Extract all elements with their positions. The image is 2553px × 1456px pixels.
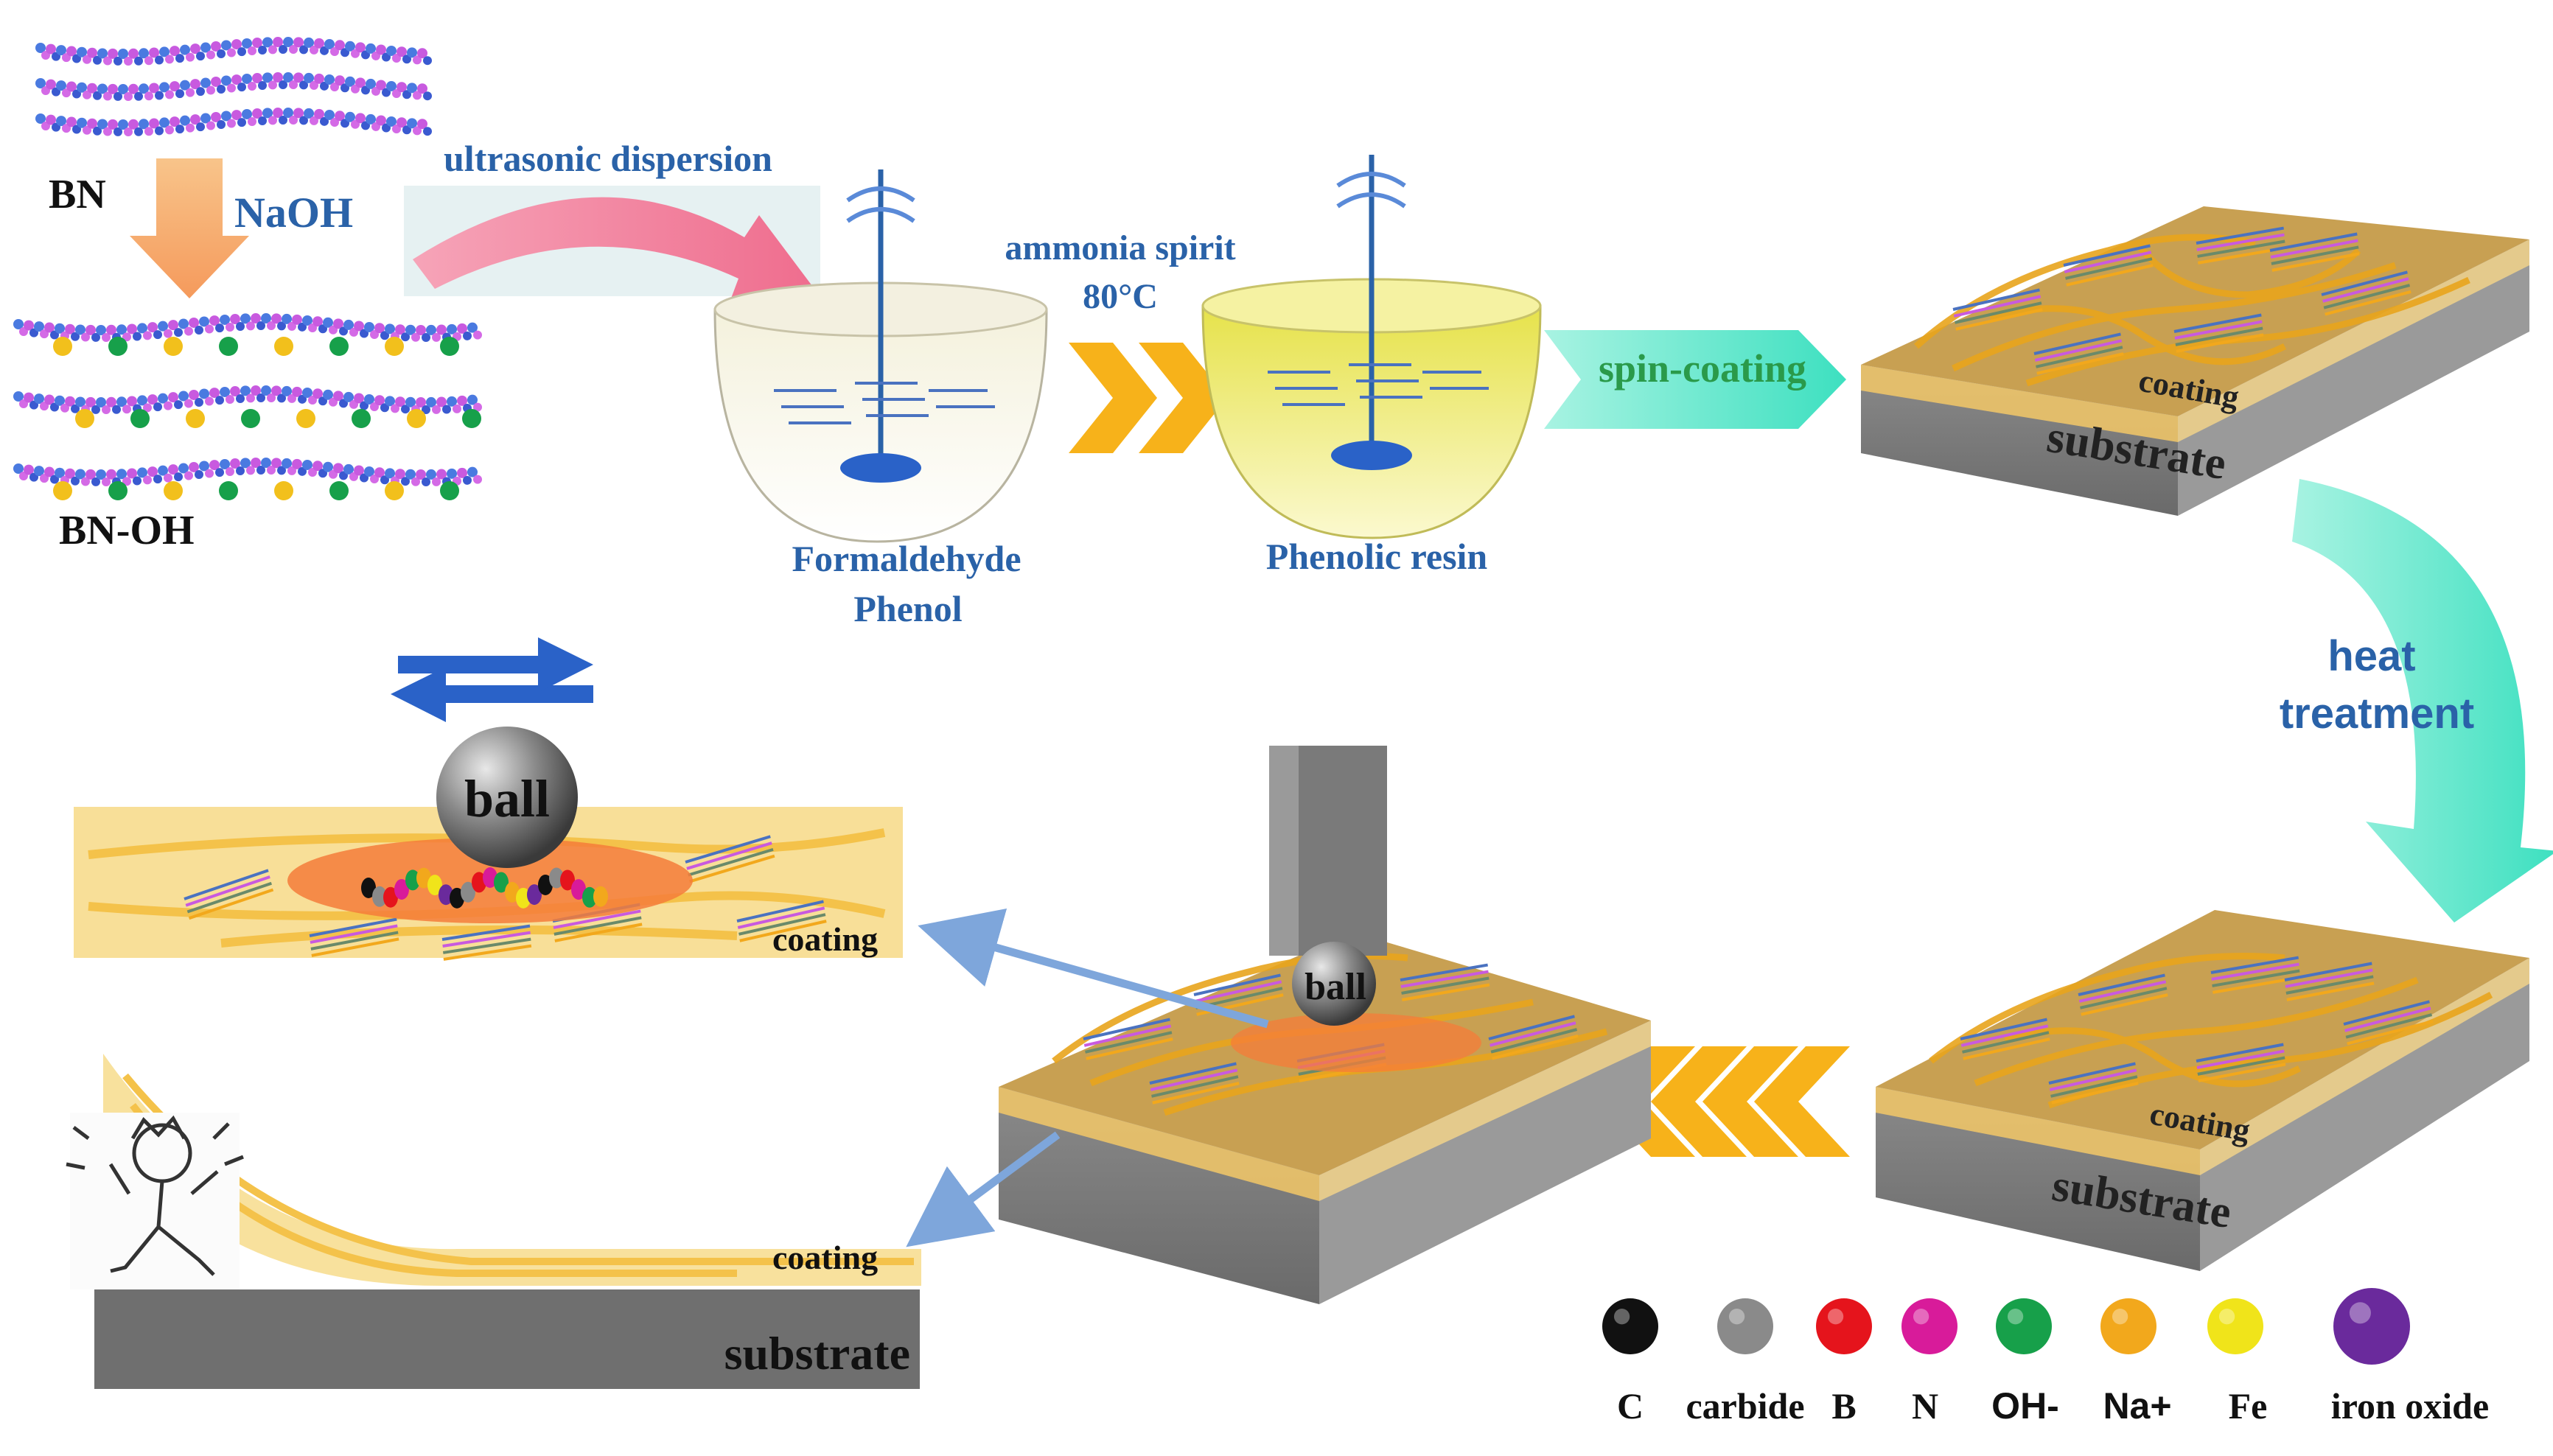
legend-swatch-4	[1996, 1298, 2052, 1354]
ultrasonic-arrow	[413, 197, 814, 302]
legend-label-1: carbide	[1686, 1385, 1804, 1427]
beaker-formaldehyde-phenol	[713, 169, 1048, 543]
bn-oh-label: BN-OH	[59, 508, 195, 553]
legend-swatch-highlight	[2349, 1302, 2371, 1324]
coating-label-detail: coating	[772, 920, 878, 958]
legend-swatch-3	[1901, 1298, 1957, 1354]
tribometer-test-block	[999, 746, 1651, 1304]
naoh-arrow	[130, 158, 249, 298]
substrate-detail	[94, 1289, 920, 1389]
legend-swatch-highlight	[1613, 1309, 1630, 1325]
heat-treatment-arrow	[2292, 479, 2553, 923]
legend-swatch-highlight	[2007, 1309, 2024, 1325]
temperature-label: 80°C	[1083, 277, 1158, 316]
legend-label-4: OH-	[1991, 1385, 2059, 1427]
legend-label-5: Na+	[2103, 1385, 2171, 1427]
legend-swatch-0	[1602, 1298, 1658, 1354]
legend-label-7: iron oxide	[2331, 1385, 2489, 1427]
bn-oh-layers	[13, 313, 482, 500]
startled-person-illustration	[66, 1113, 244, 1289]
legend-swatch-highlight	[1827, 1309, 1844, 1325]
phenolic-resin-label: Phenolic resin	[1266, 536, 1488, 577]
legend-swatch-2	[1816, 1298, 1872, 1354]
ammonia-label: ammonia spirit	[1005, 228, 1235, 267]
bn-label: BN	[49, 172, 106, 217]
wear-ball-label: ball	[464, 769, 550, 828]
double-chevron-arrow	[1069, 343, 1227, 453]
ball-on-coating-detail	[74, 807, 903, 961]
pin-ball	[1292, 942, 1376, 1026]
spin-coating-label: spin-coating	[1599, 346, 1806, 391]
ultrasonic-label: ultrasonic dispersion	[444, 138, 772, 179]
wear-ball	[436, 727, 578, 868]
reciprocating-arrow	[391, 637, 593, 722]
legend-label-0: C	[1617, 1385, 1644, 1427]
legend-label-3: N	[1912, 1385, 1938, 1427]
coated-substrate-block-2	[1876, 910, 2529, 1271]
substrate-label-detail: substrate	[724, 1327, 910, 1379]
legend-swatch-highlight	[1913, 1309, 1929, 1325]
phenol-label: Phenol	[853, 588, 962, 629]
coated-substrate-block-1	[1861, 206, 2529, 516]
legend-swatch-5	[2100, 1298, 2156, 1354]
pin-ball-label: ball	[1305, 966, 1366, 1008]
formaldehyde-label: Formaldehyde	[792, 538, 1021, 579]
legend-swatch-highlight	[2112, 1309, 2128, 1325]
legend-label-6: Fe	[2229, 1385, 2268, 1427]
legend-swatch-6	[2207, 1298, 2263, 1354]
peeled-coating	[103, 1054, 921, 1286]
zoom-arrow-upper	[918, 909, 1269, 1029]
legend-swatch-1	[1717, 1298, 1773, 1354]
zoom-arrow-lower	[906, 1131, 1061, 1247]
coating-label-peeled: coating	[772, 1239, 878, 1276]
legend-swatch-7	[2333, 1288, 2410, 1365]
beaker-phenolic-resin	[1201, 155, 1542, 539]
bn-layers	[35, 37, 432, 136]
legend-swatch-highlight	[1728, 1309, 1745, 1325]
legend-swatch-highlight	[2218, 1309, 2235, 1325]
naoh-label: NaOH	[234, 189, 353, 237]
heat-label: heat	[2327, 632, 2415, 680]
spin-coating-arrow	[1544, 330, 1846, 429]
legend-label-2: B	[1831, 1385, 1856, 1427]
treatment-label: treatment	[2280, 690, 2474, 738]
